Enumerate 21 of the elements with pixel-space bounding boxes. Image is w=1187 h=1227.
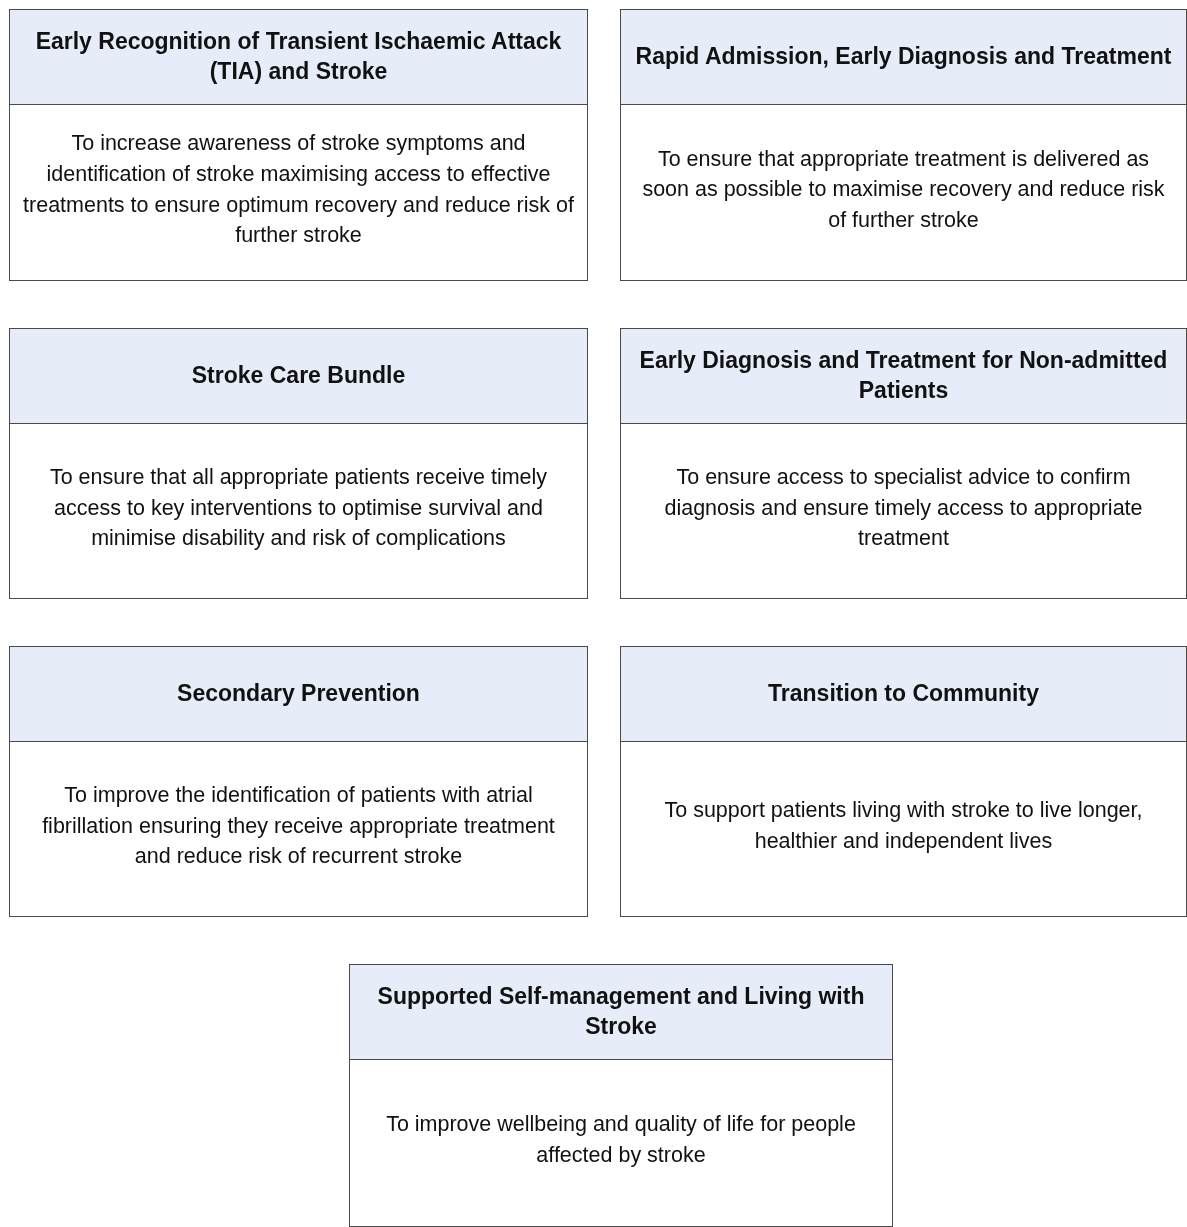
card-title: Early Recognition of Transient Ischaemic Attack (TIA) and Stroke: [34, 27, 563, 86]
card-description: To support patients living with stroke to live longer, healthier and independent lives: [663, 797, 1144, 855]
objective-card: [9, 328, 588, 599]
objective-card: [620, 9, 1187, 281]
card-description: To ensure access to specialist advice to confirm diagnosis and ensure timely access to appropriate treatment: [663, 464, 1144, 553]
card-description: To ensure that appropriate treatment is delivered as soon as possible to maximise recovery and reduce risk of further stroke: [641, 145, 1166, 234]
objective-card: [620, 328, 1187, 599]
card-title: Transition to Community: [768, 679, 1039, 709]
objective-card: [620, 646, 1187, 917]
card-title: Early Diagnosis and Treatment for Non-admitted Patients: [638, 346, 1169, 405]
card-title: Rapid Admission, Early Diagnosis and Treatment: [635, 42, 1172, 72]
objective-card: [349, 964, 893, 1227]
card-title: Supported Self-management and Living with Stroke: [376, 982, 866, 1041]
card-description: To improve the identification of patients with atrial fibrillation ensuring they receive appropriate treatment and reduce risk of recurrent stroke: [41, 782, 556, 871]
objective-card: [9, 9, 588, 281]
card-title: Stroke Care Bundle: [191, 361, 406, 391]
card-description: To ensure that all appropriate patients receive timely access to key interventions to optimise survival and minimise disability and risk of complications: [48, 464, 549, 553]
card-description: To improve wellbeing and quality of life for people affected by stroke: [385, 1111, 857, 1169]
card-description: To increase awareness of stroke symptoms and identification of stroke maximising access to effective treatments to ensure optimum recovery and reduce risk of further stroke: [22, 130, 575, 249]
card-title: Secondary Prevention: [177, 679, 420, 709]
objective-card: [9, 646, 588, 917]
